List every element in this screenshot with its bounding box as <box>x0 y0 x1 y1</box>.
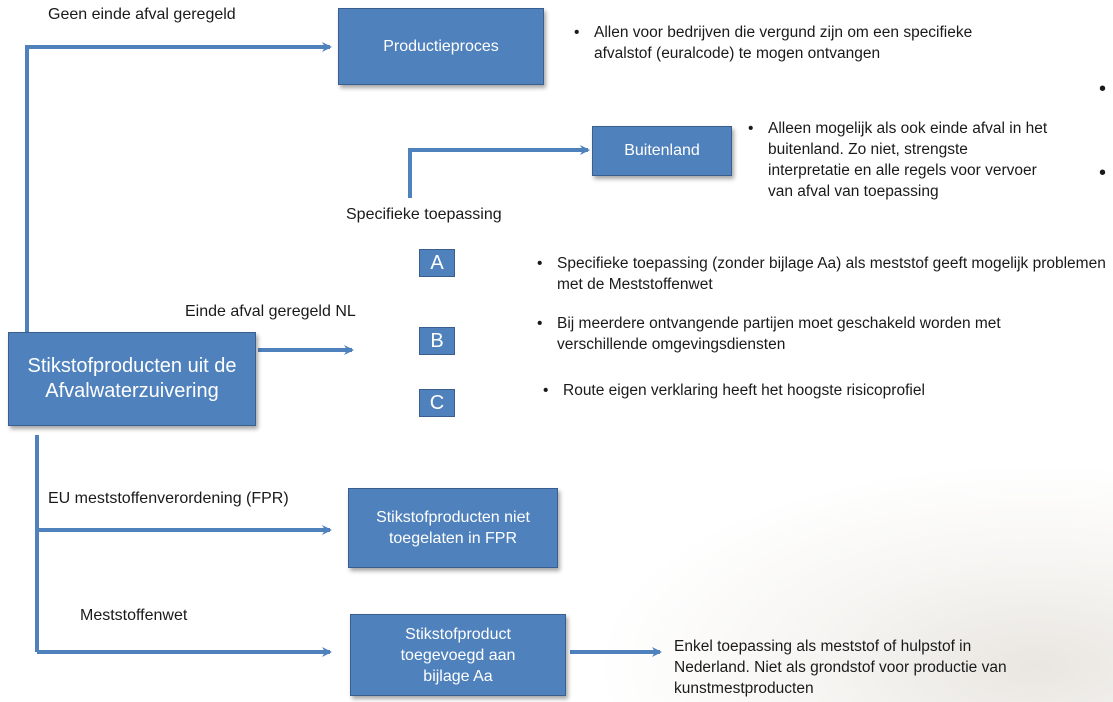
route-b-label: B <box>430 329 444 352</box>
abroad-label: Buitenland <box>624 142 700 159</box>
fertilizer-act-label: Meststoffenwet <box>80 607 188 624</box>
route-b-box: B <box>419 327 455 355</box>
end-waste-nl-label: Einde afval geregeld NL <box>185 303 356 320</box>
route-c-box: C <box>419 389 455 417</box>
specific-application-label: Specifieke toepassing <box>346 206 502 223</box>
not-fpr-box: Stikstofproducten niet toegelaten in FPR <box>348 488 558 568</box>
route-a-box: A <box>419 249 455 277</box>
not-fpr-label: Stikstofproducten niet toegelaten in FPR <box>376 509 530 547</box>
production-note-text: Allen voor bedrijven die vergund zijn om… <box>594 24 973 62</box>
annex-box: Stikstofproduct toegevoegd aan bijlage A… <box>350 614 566 696</box>
source-box: Stikstofproducten uit de Afvalwaterzuive… <box>8 332 256 426</box>
specific-note-2-text: Bij meerdere ontvangende partijen moet g… <box>557 315 1001 353</box>
route-c-label: C <box>429 391 445 414</box>
abroad-note-text: Alleen mogelijk als ook einde afval in h… <box>768 120 1048 200</box>
source-label: Stikstofproducten uit de Afvalwaterzuive… <box>27 355 237 402</box>
arrow-to-production <box>25 42 332 332</box>
production-process-box: Productieproces <box>338 8 544 85</box>
abroad-box: Buitenland <box>592 126 732 176</box>
no-end-waste-label: Geen einde afval geregeld <box>48 6 236 23</box>
production-note: • Allen voor bedrijven die vergund zijn … <box>574 24 973 62</box>
specific-note-1-text: Specifieke toepassing (zonder bijlage Aa… <box>557 255 1106 293</box>
specific-note-2: • Bij meerdere ontvangende partijen moet… <box>537 315 1001 353</box>
annex-note-text: Enkel toepassing als meststof of hulpsto… <box>674 638 1007 697</box>
stray-bullet-2: • <box>1099 162 1107 184</box>
route-c-note: • Route eigen verklaring heeft het hoogs… <box>543 382 925 399</box>
production-process-label: Productieproces <box>383 37 499 55</box>
route-c-note-text: Route eigen verklaring heeft het hoogste… <box>563 382 925 399</box>
specific-note-1: • Specifieke toepassing (zonder bijlage … <box>537 255 1106 293</box>
annex-label: Stikstofproduct toegevoegd aan bijlage A… <box>400 625 516 685</box>
eu-fpr-label: EU meststoffenverordening (FPR) <box>48 490 289 507</box>
arrow-to-abroad <box>408 145 590 198</box>
annex-note: Enkel toepassing als meststof of hulpsto… <box>674 636 1044 699</box>
abroad-note: • Alleen mogelijk als ook einde afval in… <box>748 120 1048 200</box>
stray-bullet-1: • <box>1099 78 1107 100</box>
route-a-label: A <box>430 251 444 274</box>
